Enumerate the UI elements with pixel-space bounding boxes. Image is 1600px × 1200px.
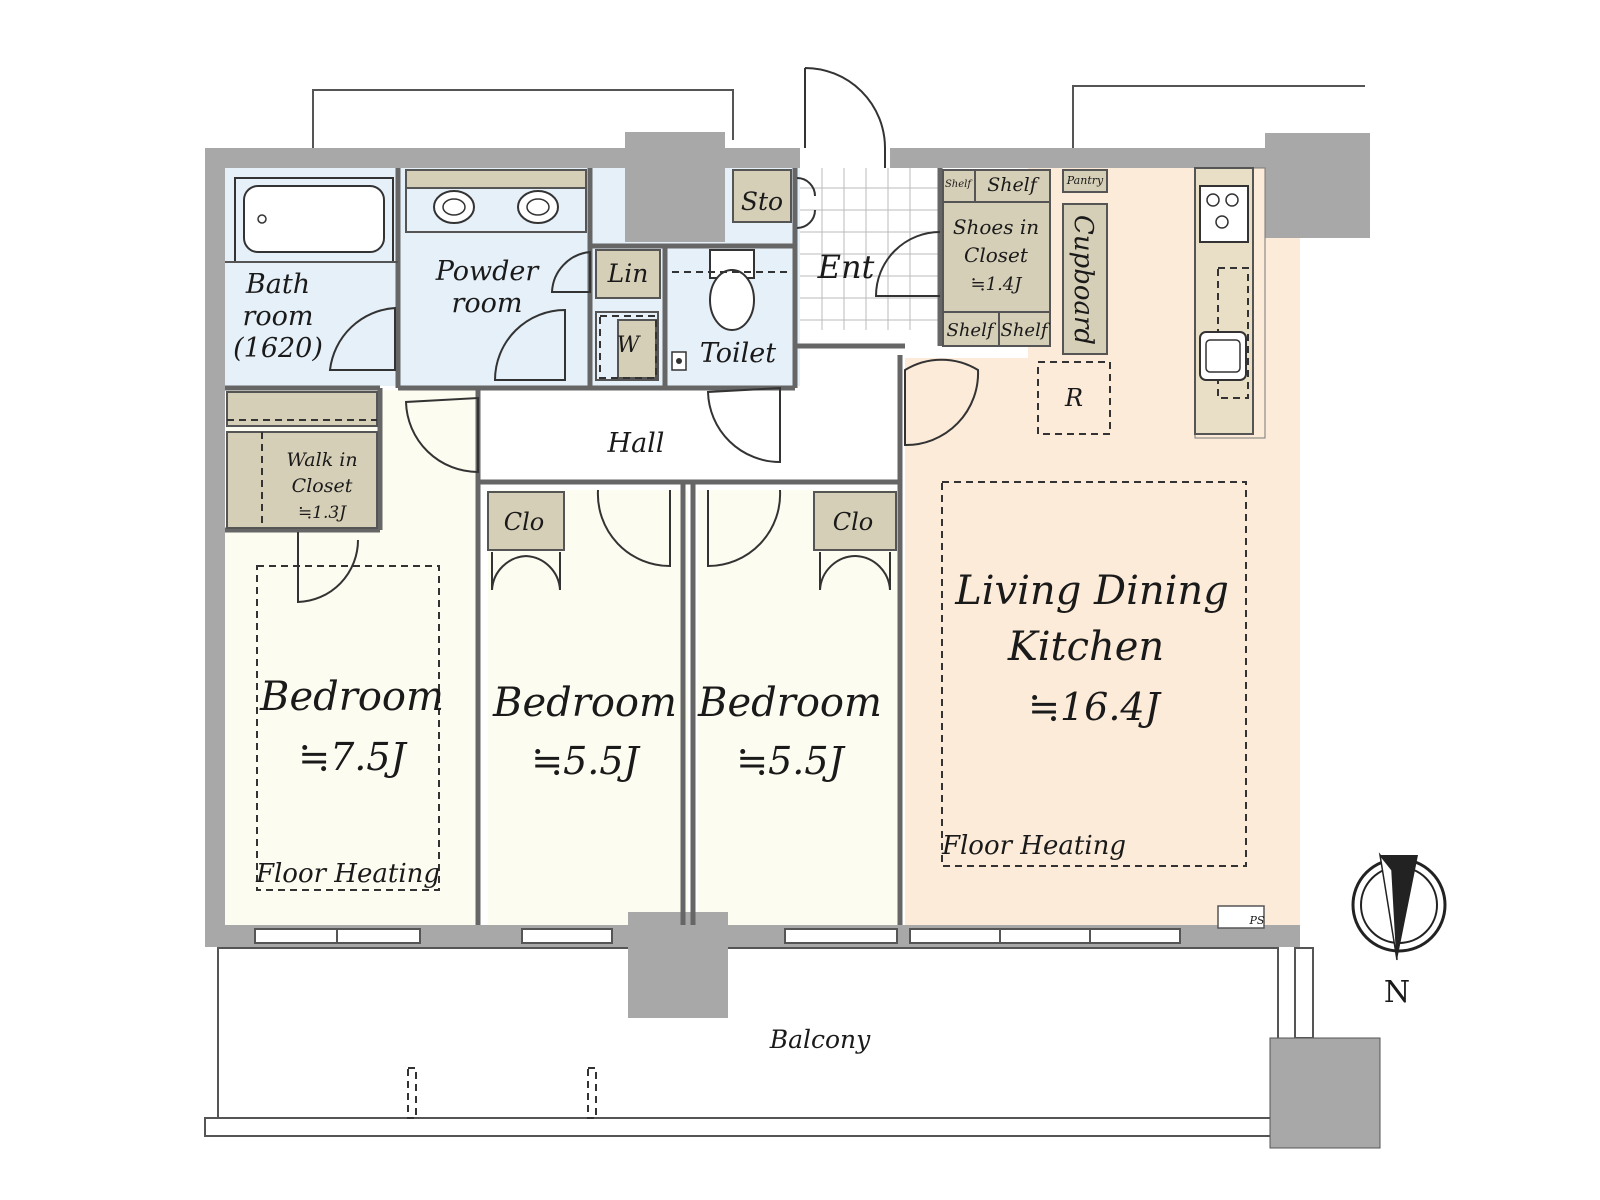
linen-label: Lin (607, 259, 649, 288)
bath-label-3: (1620) (233, 333, 323, 364)
bedroom-2-size: ≒5.5J (531, 739, 640, 783)
north-arrow-icon (1351, 852, 1447, 961)
powder-room-label-2: room (451, 288, 522, 319)
floor-heating-zone-ldk (941, 481, 1247, 867)
bedroom-3-name: Bedroom (697, 680, 882, 726)
closet-2-label: Clo (833, 508, 874, 536)
bath-door[interactable] (328, 306, 396, 371)
partitions (225, 168, 943, 925)
shoes-closet (942, 169, 1111, 435)
closet-2 (813, 491, 897, 551)
cupboard-label: Cupboard (1068, 215, 1098, 345)
shoes-closet-size: ≒1.4J (971, 274, 1024, 295)
shelf-small-label: Shelf (945, 179, 973, 190)
entrance-label: Ent (817, 248, 875, 286)
bedroom-3-size: ≒5.5J (736, 739, 845, 783)
bedroom-1-name: Bedroom (259, 674, 444, 720)
closet-1-label: Clo (504, 508, 545, 536)
exterior-lines (312, 85, 1365, 148)
refrigerator-label: R (1064, 384, 1083, 412)
bedroom-1-size: ≒7.5J (298, 735, 407, 779)
ldk-label-1: Living Dining (954, 568, 1229, 614)
bedroom-2-door[interactable] (596, 489, 671, 568)
ldk-label-2: Kitchen (1007, 624, 1164, 670)
ps-label: PS (1249, 914, 1265, 927)
ldk-door[interactable] (904, 358, 980, 447)
storage-closet (732, 169, 792, 223)
compass-north-label: N (1384, 975, 1410, 1010)
shoes-closet-label-2: Closet (964, 243, 1029, 267)
balcony-label: Balcony (769, 1025, 871, 1054)
walk-in-door[interactable] (297, 532, 359, 604)
toilet-fixture (671, 249, 788, 380)
walk-in-closet (226, 391, 378, 529)
entrance-door[interactable] (804, 67, 886, 168)
shelf-bottom-right-label: Shelf (1001, 320, 1051, 341)
linen-closet (595, 249, 661, 299)
walk-in-label-2: Closet (292, 475, 353, 497)
floor-heating-zone-bedroom (256, 565, 440, 891)
shoes-closet-label-1: Shoes in (953, 215, 1039, 239)
ps-shaft (1217, 905, 1265, 929)
toilet-door[interactable] (706, 386, 781, 464)
walk-in-label-1: Walk in (286, 449, 357, 471)
bath-label-2: room (242, 301, 313, 332)
windows (254, 928, 1181, 944)
hall-label: Hall (607, 428, 665, 459)
bedroom-1-door[interactable] (404, 396, 479, 474)
walk-in-size: ≒1.3J (298, 503, 347, 523)
bedroom-3-door[interactable] (707, 489, 782, 568)
kitchen-counter (1194, 167, 1254, 435)
washer-label: W (617, 333, 642, 358)
entrance-tiles (800, 168, 940, 330)
linen-door[interactable] (550, 250, 591, 293)
storage-label: Sto (741, 187, 783, 216)
shelf-bottom-left-label: Shelf (947, 320, 997, 341)
pantry-label: Pantry (1066, 174, 1104, 187)
ldk-size: ≒16.4J (1028, 685, 1161, 729)
powder-room-label-1: Powder (435, 256, 541, 287)
bedroom-1-floor-heating: Floor Heating (255, 859, 440, 889)
powder-room-door[interactable] (493, 308, 566, 381)
bedroom-2-name: Bedroom (492, 680, 677, 726)
toilet-label: Toilet (700, 338, 776, 369)
ldk-floor-heating: Floor Heating (941, 831, 1126, 861)
vanity (405, 169, 587, 233)
shelf-top-label: Shelf (987, 174, 1040, 196)
closet-1 (487, 491, 565, 551)
bath-label-1: Bath (245, 269, 310, 300)
bathtub (225, 177, 398, 263)
